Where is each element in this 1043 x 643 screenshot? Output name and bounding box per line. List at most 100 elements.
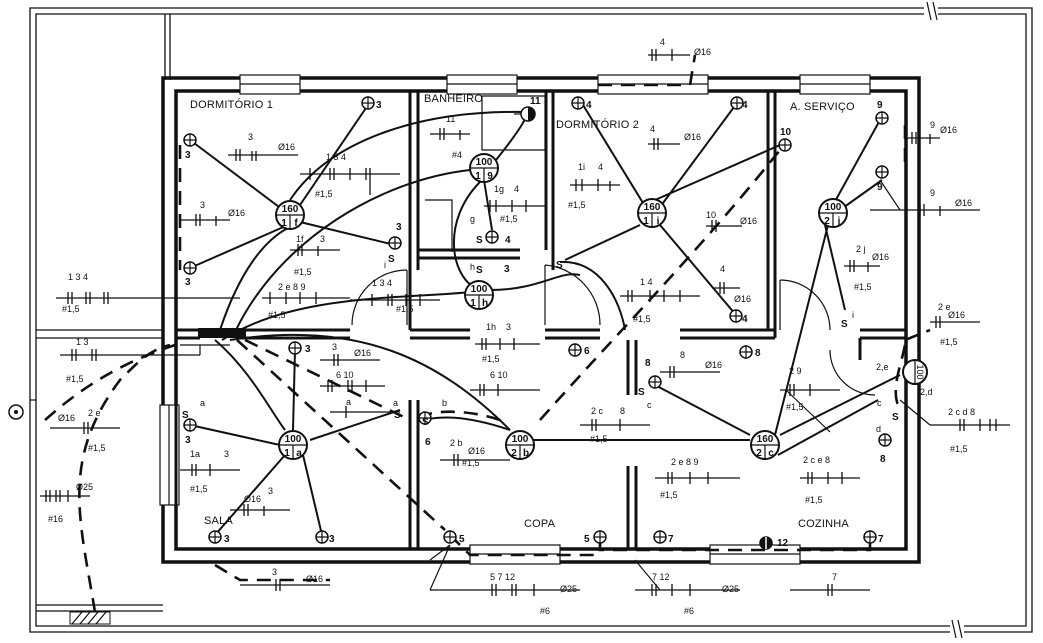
room-label-banheiro: BANHEIRO (424, 93, 483, 105)
svg-text:Ø16: Ø16 (955, 198, 972, 208)
svg-text:1g: 1g (494, 184, 504, 194)
svg-text:1i: 1i (578, 162, 585, 172)
svg-text:Ø16: Ø16 (940, 125, 957, 135)
svg-text:#1,5: #1,5 (268, 310, 286, 320)
svg-text:7: 7 (878, 534, 884, 545)
svg-text:1: 1 (284, 448, 290, 459)
svg-text:#6: #6 (684, 606, 694, 616)
outlet-icon (361, 96, 375, 110)
svg-text:2: 2 (756, 448, 762, 459)
switches: S S S S S S S S S S (182, 235, 899, 428)
svg-text:Ø16: Ø16 (740, 216, 757, 226)
svg-text:100: 100 (915, 364, 925, 379)
svg-text:2 b: 2 b (450, 438, 463, 448)
svg-text:i: i (657, 216, 660, 227)
svg-text:Ø16: Ø16 (705, 360, 722, 370)
switch-icon: S (422, 417, 429, 428)
distribution-board (198, 328, 246, 338)
svg-text:100: 100 (825, 202, 842, 213)
svg-text:9: 9 (930, 120, 935, 130)
outlet-icon (183, 418, 197, 432)
svg-text:8: 8 (620, 406, 625, 416)
ceiling-point-hall: 100 1 h (464, 280, 494, 310)
outlet-icon (183, 261, 197, 275)
svg-text:#6: #6 (540, 606, 550, 616)
svg-text:h: h (470, 262, 475, 272)
svg-text:i: i (384, 260, 386, 270)
svg-text:100: 100 (476, 157, 493, 168)
svg-text:9: 9 (487, 171, 493, 182)
svg-text:a: a (346, 397, 351, 407)
svg-text:100: 100 (471, 284, 488, 295)
svg-text:8: 8 (645, 358, 651, 369)
outlet-icon (485, 230, 499, 244)
svg-text:3: 3 (200, 200, 205, 210)
svg-text:Ø16: Ø16 (948, 310, 965, 320)
svg-text:b: b (523, 448, 529, 459)
svg-text:#1,5: #1,5 (950, 444, 968, 454)
svg-text:2: 2 (511, 448, 517, 459)
svg-text:#1,5: #1,5 (462, 458, 480, 468)
svg-text:#1,5: #1,5 (940, 337, 958, 347)
svg-text:6: 6 (425, 437, 431, 448)
svg-text:#1,5: #1,5 (805, 495, 823, 505)
switch-icon: S (388, 254, 395, 265)
svg-text:2 j: 2 j (856, 244, 866, 254)
svg-text:Ø25: Ø25 (722, 584, 739, 594)
outlet-icon (418, 411, 432, 425)
outlet-icon (208, 530, 222, 544)
svg-text:5: 5 (584, 534, 590, 545)
svg-text:8: 8 (755, 348, 761, 359)
ceiling-point-copa: 100 2 b (505, 430, 535, 460)
svg-text:#1,5: #1,5 (66, 374, 84, 384)
svg-text:3: 3 (504, 264, 510, 275)
room-label-sala: SALA (204, 515, 233, 527)
svg-text:4: 4 (650, 124, 655, 134)
svg-text:8: 8 (680, 350, 685, 360)
svg-text:d: d (876, 424, 881, 434)
svg-text:2 c e 8: 2 c e 8 (803, 455, 830, 465)
outlet-icon (648, 375, 662, 389)
svg-text:#1,5: #1,5 (190, 484, 208, 494)
ceiling-point-dorm2: 160 1 i (637, 198, 667, 228)
svg-text:3: 3 (320, 234, 325, 244)
garage-area (8, 329, 176, 625)
outlet-icon (875, 111, 889, 125)
outlet-icon (653, 530, 667, 544)
room-label-copa: COPA (524, 518, 556, 530)
svg-text:3: 3 (506, 322, 511, 332)
svg-text:#1,5: #1,5 (500, 214, 518, 224)
svg-text:7: 7 (832, 572, 837, 582)
switch-icon: S (182, 410, 189, 421)
svg-text:c: c (768, 448, 774, 459)
svg-text:11: 11 (530, 96, 541, 107)
outlet-icon (315, 530, 329, 544)
svg-text:1: 1 (475, 171, 481, 182)
svg-text:3: 3 (224, 534, 230, 545)
svg-text:11: 11 (446, 114, 455, 124)
svg-text:4: 4 (505, 235, 511, 246)
svg-text:9: 9 (877, 100, 883, 111)
svg-text:i: i (852, 310, 854, 320)
svg-text:100: 100 (512, 434, 529, 445)
svg-text:#1,5: #1,5 (88, 443, 106, 453)
room-label-dormitorio-2: DORMITÓRIO 2 (556, 118, 639, 131)
circuit-annotations: 3 3 3 3 4 4 4 4 3 9 9 11 3 3 3 3 5 5 7 7… (48, 37, 975, 616)
svg-text:10: 10 (780, 127, 792, 138)
heavy-outlet-icon (759, 536, 773, 550)
svg-text:12: 12 (777, 538, 789, 549)
ceiling-point-cozinha: 160 2 c (750, 430, 780, 460)
ceiling-point-dorm1: 160 1 f (275, 200, 305, 230)
svg-text:6: 6 (584, 346, 590, 357)
svg-text:Ø16: Ø16 (734, 294, 751, 304)
svg-text:7 12: 7 12 (652, 572, 670, 582)
svg-text:1h: 1h (486, 322, 496, 332)
svg-text:6 10: 6 10 (336, 370, 354, 380)
svg-text:Ø16: Ø16 (278, 142, 295, 152)
svg-text:Ø16: Ø16 (306, 574, 323, 584)
svg-text:#1,5: #1,5 (590, 434, 608, 444)
svg-text:4: 4 (514, 184, 519, 194)
switch-icon: S (556, 260, 563, 271)
svg-text:b: b (442, 398, 447, 408)
